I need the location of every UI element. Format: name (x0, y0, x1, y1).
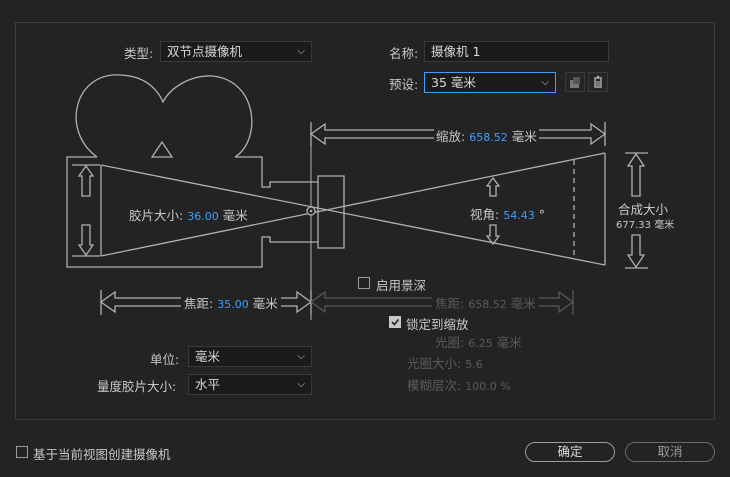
units-value: 毫米 (195, 349, 221, 364)
comp-size-readout: 677.33 毫米 (616, 216, 674, 231)
focal-length-value[interactable]: 35.00 (217, 298, 249, 311)
zoom-label: 缩放: (436, 129, 466, 144)
blur-level-readout: 模糊层次: 100.0 % (407, 375, 511, 394)
chevron-down-icon: ⌵ (541, 77, 549, 88)
name-label: 名称: (389, 46, 419, 61)
zoom-unit: 毫米 (511, 129, 537, 144)
enable-dof-checkbox[interactable] (358, 277, 370, 289)
focal-length-readout: 焦距: 35.00 毫米 (181, 293, 281, 312)
enable-dof-label: 启用景深 (376, 278, 427, 293)
name-field[interactable]: 摄像机 1 (424, 41, 609, 62)
cancel-button[interactable]: 取消 (625, 442, 715, 462)
angle-value[interactable]: 54.43 (503, 209, 535, 222)
trash-icon (594, 75, 602, 88)
film-size-readout: 胶片大小: 36.00 毫米 (127, 205, 250, 224)
zoom-value[interactable]: 658.52 (469, 131, 508, 144)
measure-film-value: 水平 (195, 377, 221, 392)
aperture-label: 光圈: (435, 335, 465, 350)
chevron-down-icon: ⌵ (297, 351, 305, 362)
focus-distance-label: 焦距: (435, 296, 465, 311)
measure-film-dropdown[interactable]: 水平 ⌵ (188, 374, 312, 395)
focal-length-unit: 毫米 (252, 296, 278, 311)
fstop-value: 5.6 (465, 358, 483, 371)
units-dropdown[interactable]: 毫米 ⌵ (188, 346, 312, 367)
lock-to-zoom-checkbox[interactable] (389, 316, 401, 328)
angle-readout: 视角: 54.43 ° (468, 204, 547, 223)
delete-preset-button[interactable] (588, 72, 608, 92)
film-size-unit: 毫米 (222, 208, 248, 223)
film-size-label: 胶片大小: (129, 208, 184, 223)
create-from-view-checkbox[interactable] (16, 446, 28, 458)
preset-label: 预设: (389, 77, 419, 92)
angle-label: 视角: (470, 207, 500, 222)
aperture-readout: 光圈: 6.25 毫米 (435, 332, 522, 351)
ok-button[interactable]: 确定 (525, 442, 615, 462)
aperture-value: 6.25 (468, 337, 493, 350)
save-preset-icon (570, 77, 580, 88)
type-value: 双节点摄像机 (167, 44, 243, 59)
comp-size-unit: 毫米 (654, 220, 675, 231)
fstop-label: 光圈大小: (407, 356, 462, 371)
comp-size-label: 合成大小 (618, 202, 669, 217)
chevron-down-icon: ⌵ (297, 379, 305, 390)
focus-distance-readout: 焦距: 658.52 毫米 (432, 293, 539, 312)
aperture-unit: 毫米 (496, 335, 522, 350)
focus-distance-value: 658.52 (468, 298, 507, 311)
type-dropdown[interactable]: 双节点摄像机 ⌵ (160, 41, 312, 62)
comp-size-value: 677.33 (616, 220, 651, 231)
type-label: 类型: (124, 46, 154, 61)
zoom-readout: 缩放: 658.52 毫米 (434, 126, 539, 145)
preset-dropdown[interactable]: 35 毫米 ⌵ (424, 72, 556, 93)
blur-level-value: 100.0 % (465, 380, 511, 393)
preset-value: 35 毫米 (431, 75, 476, 90)
lock-to-zoom-label: 锁定到缩放 (406, 317, 469, 332)
focal-length-label: 焦距: (184, 296, 214, 311)
fstop-readout: 光圈大小: 5.6 (407, 353, 483, 372)
checkmark-icon (391, 319, 400, 326)
focus-distance-unit: 毫米 (510, 296, 536, 311)
film-size-value[interactable]: 36.00 (187, 210, 219, 223)
chevron-down-icon: ⌵ (297, 46, 305, 57)
units-label: 单位: (150, 352, 180, 367)
measure-film-label: 量度胶片大小: (97, 379, 177, 394)
name-value: 摄像机 1 (431, 44, 481, 59)
blur-level-label: 模糊层次: (407, 378, 462, 393)
angle-unit: ° (538, 207, 545, 222)
save-preset-button[interactable] (565, 72, 585, 92)
create-from-view-label: 基于当前视图创建摄像机 (33, 447, 171, 462)
